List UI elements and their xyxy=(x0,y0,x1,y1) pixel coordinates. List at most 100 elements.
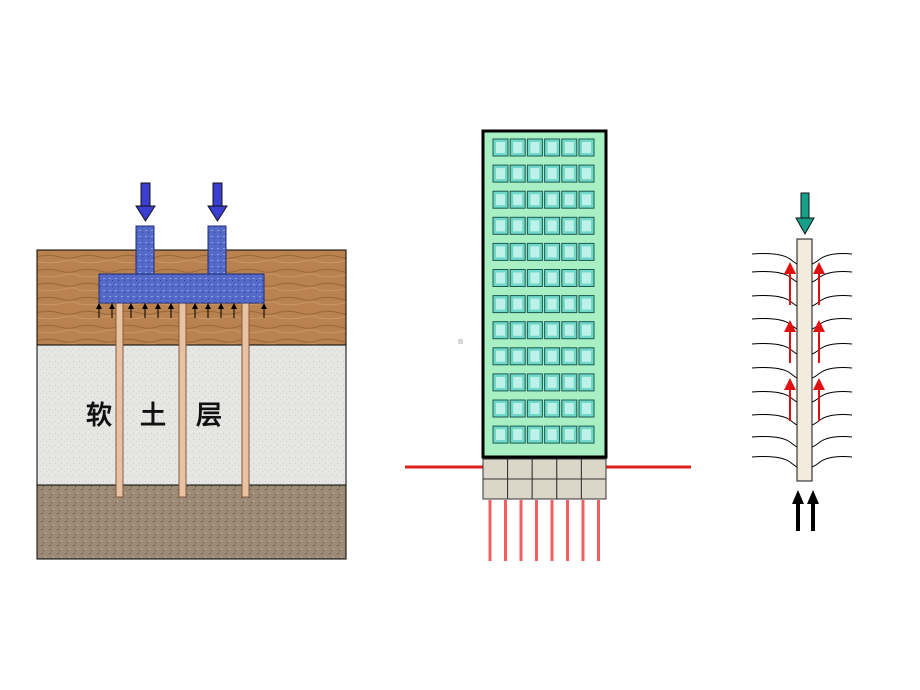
window-glare xyxy=(496,194,505,206)
teal-load-arrow-icon xyxy=(795,192,815,236)
window-glare xyxy=(582,403,591,414)
window-glare xyxy=(547,272,557,284)
window-glare xyxy=(496,298,505,310)
window-glare xyxy=(564,403,574,414)
window-glare xyxy=(513,350,523,362)
soil-reaction-arrows xyxy=(96,303,267,318)
footing-block xyxy=(482,478,509,500)
pile-foundation-diagram: 软 土 层 xyxy=(36,182,347,560)
window-glare xyxy=(513,298,523,310)
window-glare xyxy=(496,272,505,284)
pile-cap xyxy=(98,273,265,304)
tip-resistance-arrow-icon xyxy=(792,490,804,531)
window-glare xyxy=(530,350,540,362)
skin-friction-arrows xyxy=(784,262,825,421)
window-glare xyxy=(564,324,574,336)
building-diagram xyxy=(405,129,691,561)
column-right xyxy=(207,225,227,275)
window-glare xyxy=(547,324,557,336)
window-glare xyxy=(582,272,591,284)
window-glare xyxy=(564,429,574,441)
window-glare xyxy=(513,220,523,232)
window-grid xyxy=(492,138,595,444)
load-arrow-icon xyxy=(135,182,156,222)
window-glare xyxy=(513,168,523,180)
soil-curve-left xyxy=(751,367,798,379)
window-glare xyxy=(547,168,557,180)
window-glare xyxy=(530,168,540,180)
window-glare xyxy=(496,168,505,180)
window-glare xyxy=(547,142,557,153)
window-glare xyxy=(496,324,505,336)
window-glare xyxy=(564,272,574,284)
footing-block xyxy=(580,478,607,500)
soft-soil-layer xyxy=(36,344,347,486)
window-glare xyxy=(564,168,574,180)
window-glare xyxy=(496,350,505,362)
window-glare xyxy=(564,376,574,388)
soil-curve-left xyxy=(751,456,798,468)
window-glare xyxy=(582,429,591,441)
window-glare xyxy=(496,429,505,441)
window-glare xyxy=(582,376,591,388)
window-glare xyxy=(513,194,523,206)
soil-curve-left xyxy=(751,436,798,448)
pile xyxy=(115,299,124,498)
window-glare xyxy=(547,429,557,441)
window-glare xyxy=(513,429,523,441)
window-glare xyxy=(530,324,540,336)
window-glare xyxy=(513,272,523,284)
window-glare xyxy=(564,142,574,153)
window-glare xyxy=(582,298,591,310)
window-glare xyxy=(564,194,574,206)
building-piles xyxy=(488,500,600,561)
window-glare xyxy=(564,220,574,232)
single-pile-diagram xyxy=(751,192,853,531)
bearing-layer xyxy=(36,484,347,560)
window-glare xyxy=(564,246,574,258)
window-glare xyxy=(530,403,540,414)
window-glare xyxy=(547,220,557,232)
window-glare xyxy=(564,298,574,310)
window-glare xyxy=(496,246,505,258)
window-glare xyxy=(582,324,591,336)
soil-curve-right xyxy=(811,367,853,379)
window-glare xyxy=(547,403,557,414)
tip-resistance-arrow-icon xyxy=(807,490,819,531)
pile xyxy=(241,299,250,498)
window-glare xyxy=(582,350,591,362)
window-glare xyxy=(582,194,591,206)
window-glare xyxy=(547,350,557,362)
window-glare xyxy=(530,272,540,284)
window-glare xyxy=(582,142,591,153)
window-glare xyxy=(564,350,574,362)
window-glare xyxy=(582,168,591,180)
footing-block xyxy=(531,458,558,480)
footing-block xyxy=(580,458,607,480)
window-glare xyxy=(496,142,505,153)
window-glare xyxy=(513,403,523,414)
window-glare xyxy=(530,220,540,232)
footing-block xyxy=(507,478,533,500)
footing-block xyxy=(556,478,582,500)
pile xyxy=(178,299,187,498)
soil-curve-left xyxy=(751,253,798,265)
soft-soil-label-char: 土 xyxy=(140,401,166,431)
building-footing xyxy=(482,458,607,500)
footing-block xyxy=(556,458,582,480)
window-glare xyxy=(530,142,540,153)
window-glare xyxy=(547,246,557,258)
window-glare xyxy=(530,376,540,388)
window-glare xyxy=(513,142,523,153)
window-glare xyxy=(496,376,505,388)
window-glare xyxy=(582,220,591,232)
window-glare xyxy=(530,298,540,310)
soft-soil-label-char: 软 xyxy=(86,401,112,431)
soil-curve-right xyxy=(811,436,853,448)
column-left xyxy=(135,225,155,275)
window-glare xyxy=(513,324,523,336)
footing-block xyxy=(482,458,509,480)
load-arrow-icon xyxy=(207,182,228,222)
footing-block xyxy=(531,478,558,500)
